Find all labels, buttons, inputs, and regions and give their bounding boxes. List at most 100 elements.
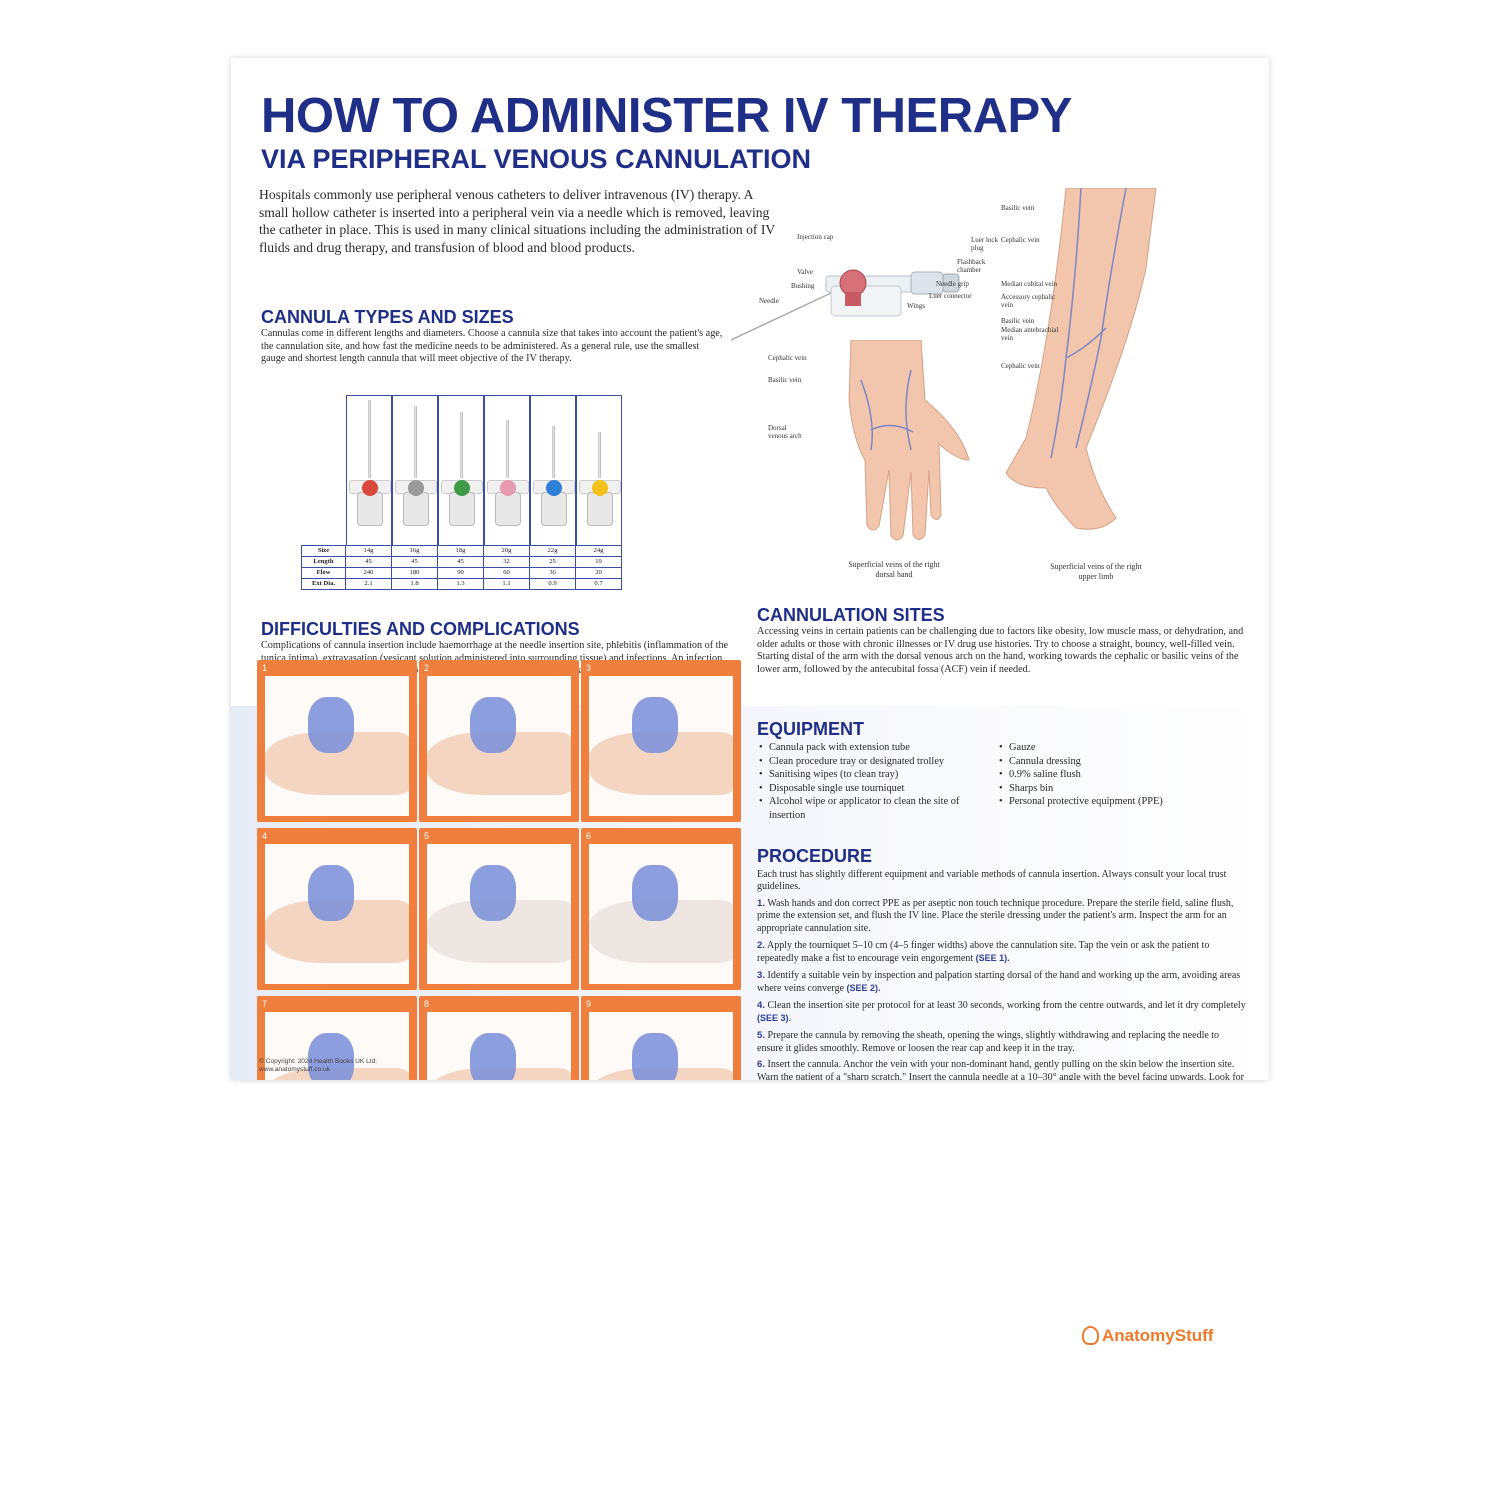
cannula-needle bbox=[460, 412, 463, 478]
hand-label-basilic: Basilic vein bbox=[768, 376, 802, 384]
procedure-step: 3. Identify a suitable vein by inspectio… bbox=[757, 970, 1247, 996]
cannula-types-heading: CANNULA TYPES AND SIZES bbox=[261, 307, 514, 327]
label-needle: Needle bbox=[759, 297, 779, 305]
step-number: 5 bbox=[424, 831, 430, 841]
step-panel-6: 6 bbox=[581, 828, 741, 990]
hand-label-cephalic: Cephalic vein bbox=[768, 354, 807, 362]
gloved-hand bbox=[308, 1033, 355, 1080]
sizes-cell: 32 bbox=[483, 556, 530, 568]
step-number: 1 bbox=[262, 663, 268, 673]
sizes-cell: 45 bbox=[391, 556, 438, 568]
website-text: www.anatomystuff.co.uk bbox=[259, 1066, 330, 1073]
anatomystuff-logo: AnatomyStuff bbox=[1082, 1326, 1214, 1346]
sizes-cell: 0.7 bbox=[575, 578, 622, 590]
step-number: 4 bbox=[262, 831, 268, 841]
procedure-step-reference: (SEE 1). bbox=[975, 952, 1010, 963]
sizes-cell: 20 bbox=[575, 567, 622, 579]
label-injection-cap: Injection cap bbox=[797, 233, 834, 241]
equipment-item: Gauze bbox=[997, 741, 1237, 755]
step-panel-5: 5 bbox=[419, 828, 579, 990]
procedure-heading: PROCEDURE bbox=[757, 846, 873, 866]
cannula-anatomy-diagram bbox=[731, 269, 960, 341]
label-valve: Valve bbox=[797, 268, 813, 276]
equipment-item: Cannula dressing bbox=[997, 755, 1237, 769]
cannula-port bbox=[546, 480, 562, 496]
cannula-hub bbox=[541, 492, 567, 526]
cannula-hub bbox=[449, 492, 475, 526]
procedure-step-number: 3. bbox=[757, 969, 766, 981]
step-illustration bbox=[265, 1012, 409, 1080]
equipment-item: Personal protective equipment (PPE) bbox=[997, 795, 1237, 809]
equipment-item: Sanitising wipes (to clean tray) bbox=[757, 768, 983, 782]
cannula-needle bbox=[368, 400, 371, 478]
sizes-cell: 19 bbox=[575, 556, 622, 568]
step-number: 3 bbox=[586, 663, 592, 673]
equipment-item: Alcohol wipe or applicator to clean the … bbox=[757, 795, 983, 822]
cannula-6 bbox=[576, 395, 622, 545]
procedure-step-number: 1. bbox=[757, 898, 766, 910]
arm-label-median-antebrachial: Median antebrachial vein bbox=[1001, 326, 1059, 342]
equipment-list-2: GauzeCannula dressing0.9% saline flushSh… bbox=[997, 741, 1237, 809]
sizes-cell: 90 bbox=[437, 567, 484, 579]
logo-text: AnatomyStuff bbox=[1102, 1326, 1214, 1345]
step-panel-7: 7 bbox=[257, 996, 417, 1080]
procedure-step-text: Prepare the cannula by removing the shea… bbox=[757, 1030, 1220, 1054]
upper-limb-illustration bbox=[1006, 188, 1157, 530]
equipment-item: 0.9% saline flush bbox=[997, 768, 1237, 782]
cannula-needle bbox=[552, 426, 555, 478]
hand-caption: Superficial veins of the right dorsal ha… bbox=[848, 560, 940, 579]
cannula-needle bbox=[414, 406, 417, 478]
procedure-step: 5. Prepare the cannula by removing the s… bbox=[757, 1030, 1247, 1055]
cannula-illustrations bbox=[346, 395, 624, 545]
label-luer-connector: Luer connector bbox=[929, 292, 972, 300]
step-illustration bbox=[589, 676, 733, 816]
equipment-list-1: Cannula pack with extension tubeClean pr… bbox=[757, 741, 983, 823]
equipment-item: Clean procedure tray or designated troll… bbox=[757, 755, 983, 769]
sizes-cell: 1.3 bbox=[437, 578, 484, 590]
procedure-step-text: Clean the insertion site per protocol fo… bbox=[767, 1000, 1246, 1012]
sizes-cell: 240 bbox=[345, 567, 392, 579]
sizes-row-label: Size bbox=[301, 545, 346, 557]
gloved-hand bbox=[470, 697, 517, 753]
cannula-hub bbox=[357, 492, 383, 526]
sizes-row-label: Ext Dia. bbox=[301, 578, 346, 590]
procedure-intro: Each trust has slightly different equipm… bbox=[757, 869, 1227, 893]
label-flashback: Flashback chamber bbox=[957, 258, 986, 274]
procedure-step-number: 2. bbox=[757, 939, 766, 951]
gloved-hand bbox=[470, 1033, 517, 1080]
sizes-cell: 20g bbox=[483, 545, 530, 557]
sizes-cell: 60 bbox=[483, 567, 530, 579]
gloved-hand bbox=[632, 697, 679, 753]
step-number: 8 bbox=[424, 999, 430, 1009]
sizes-cell: 18g bbox=[437, 545, 484, 557]
arm-label-median-cubital: Median cubital vein bbox=[1001, 280, 1057, 288]
equipment-item: Sharps bin bbox=[997, 782, 1237, 796]
procedure-step-number: 6. bbox=[757, 1059, 766, 1071]
step-illustration bbox=[265, 844, 409, 984]
sizes-cell: 24g bbox=[575, 545, 622, 557]
sizes-cell: 2.1 bbox=[345, 578, 392, 590]
sizes-cell: 25 bbox=[529, 556, 576, 568]
procedure-step-reference: (SEE 3). bbox=[757, 1013, 792, 1024]
step-panel-8: 8 bbox=[419, 996, 579, 1080]
step-number: 9 bbox=[586, 999, 592, 1009]
step-illustration bbox=[427, 844, 571, 984]
procedure-step-text: Identify a suitable vein by inspection a… bbox=[757, 969, 1241, 995]
procedure-body: Each trust has slightly different equipm… bbox=[757, 869, 1247, 1080]
sizes-cell: 1.1 bbox=[483, 578, 530, 590]
procedure-step: 1. Wash hands and don correct PPE as per… bbox=[757, 898, 1247, 935]
cannula-2 bbox=[392, 395, 438, 545]
cannula-port bbox=[362, 480, 378, 496]
page-subtitle: VIA PERIPHERAL VENOUS CANNULATION bbox=[261, 144, 812, 174]
sizes-cell: 1.8 bbox=[391, 578, 438, 590]
step-panel-3: 3 bbox=[581, 660, 741, 822]
cannula-needle bbox=[598, 432, 601, 478]
sizes-cell: 45 bbox=[437, 556, 484, 568]
cannula-hub bbox=[587, 492, 613, 526]
procedure-step-reference: (SEE 2). bbox=[846, 983, 881, 994]
difficulties-heading: DIFFICULTIES AND COMPLICATIONS bbox=[261, 619, 580, 639]
step-panel-4: 4 bbox=[257, 828, 417, 990]
